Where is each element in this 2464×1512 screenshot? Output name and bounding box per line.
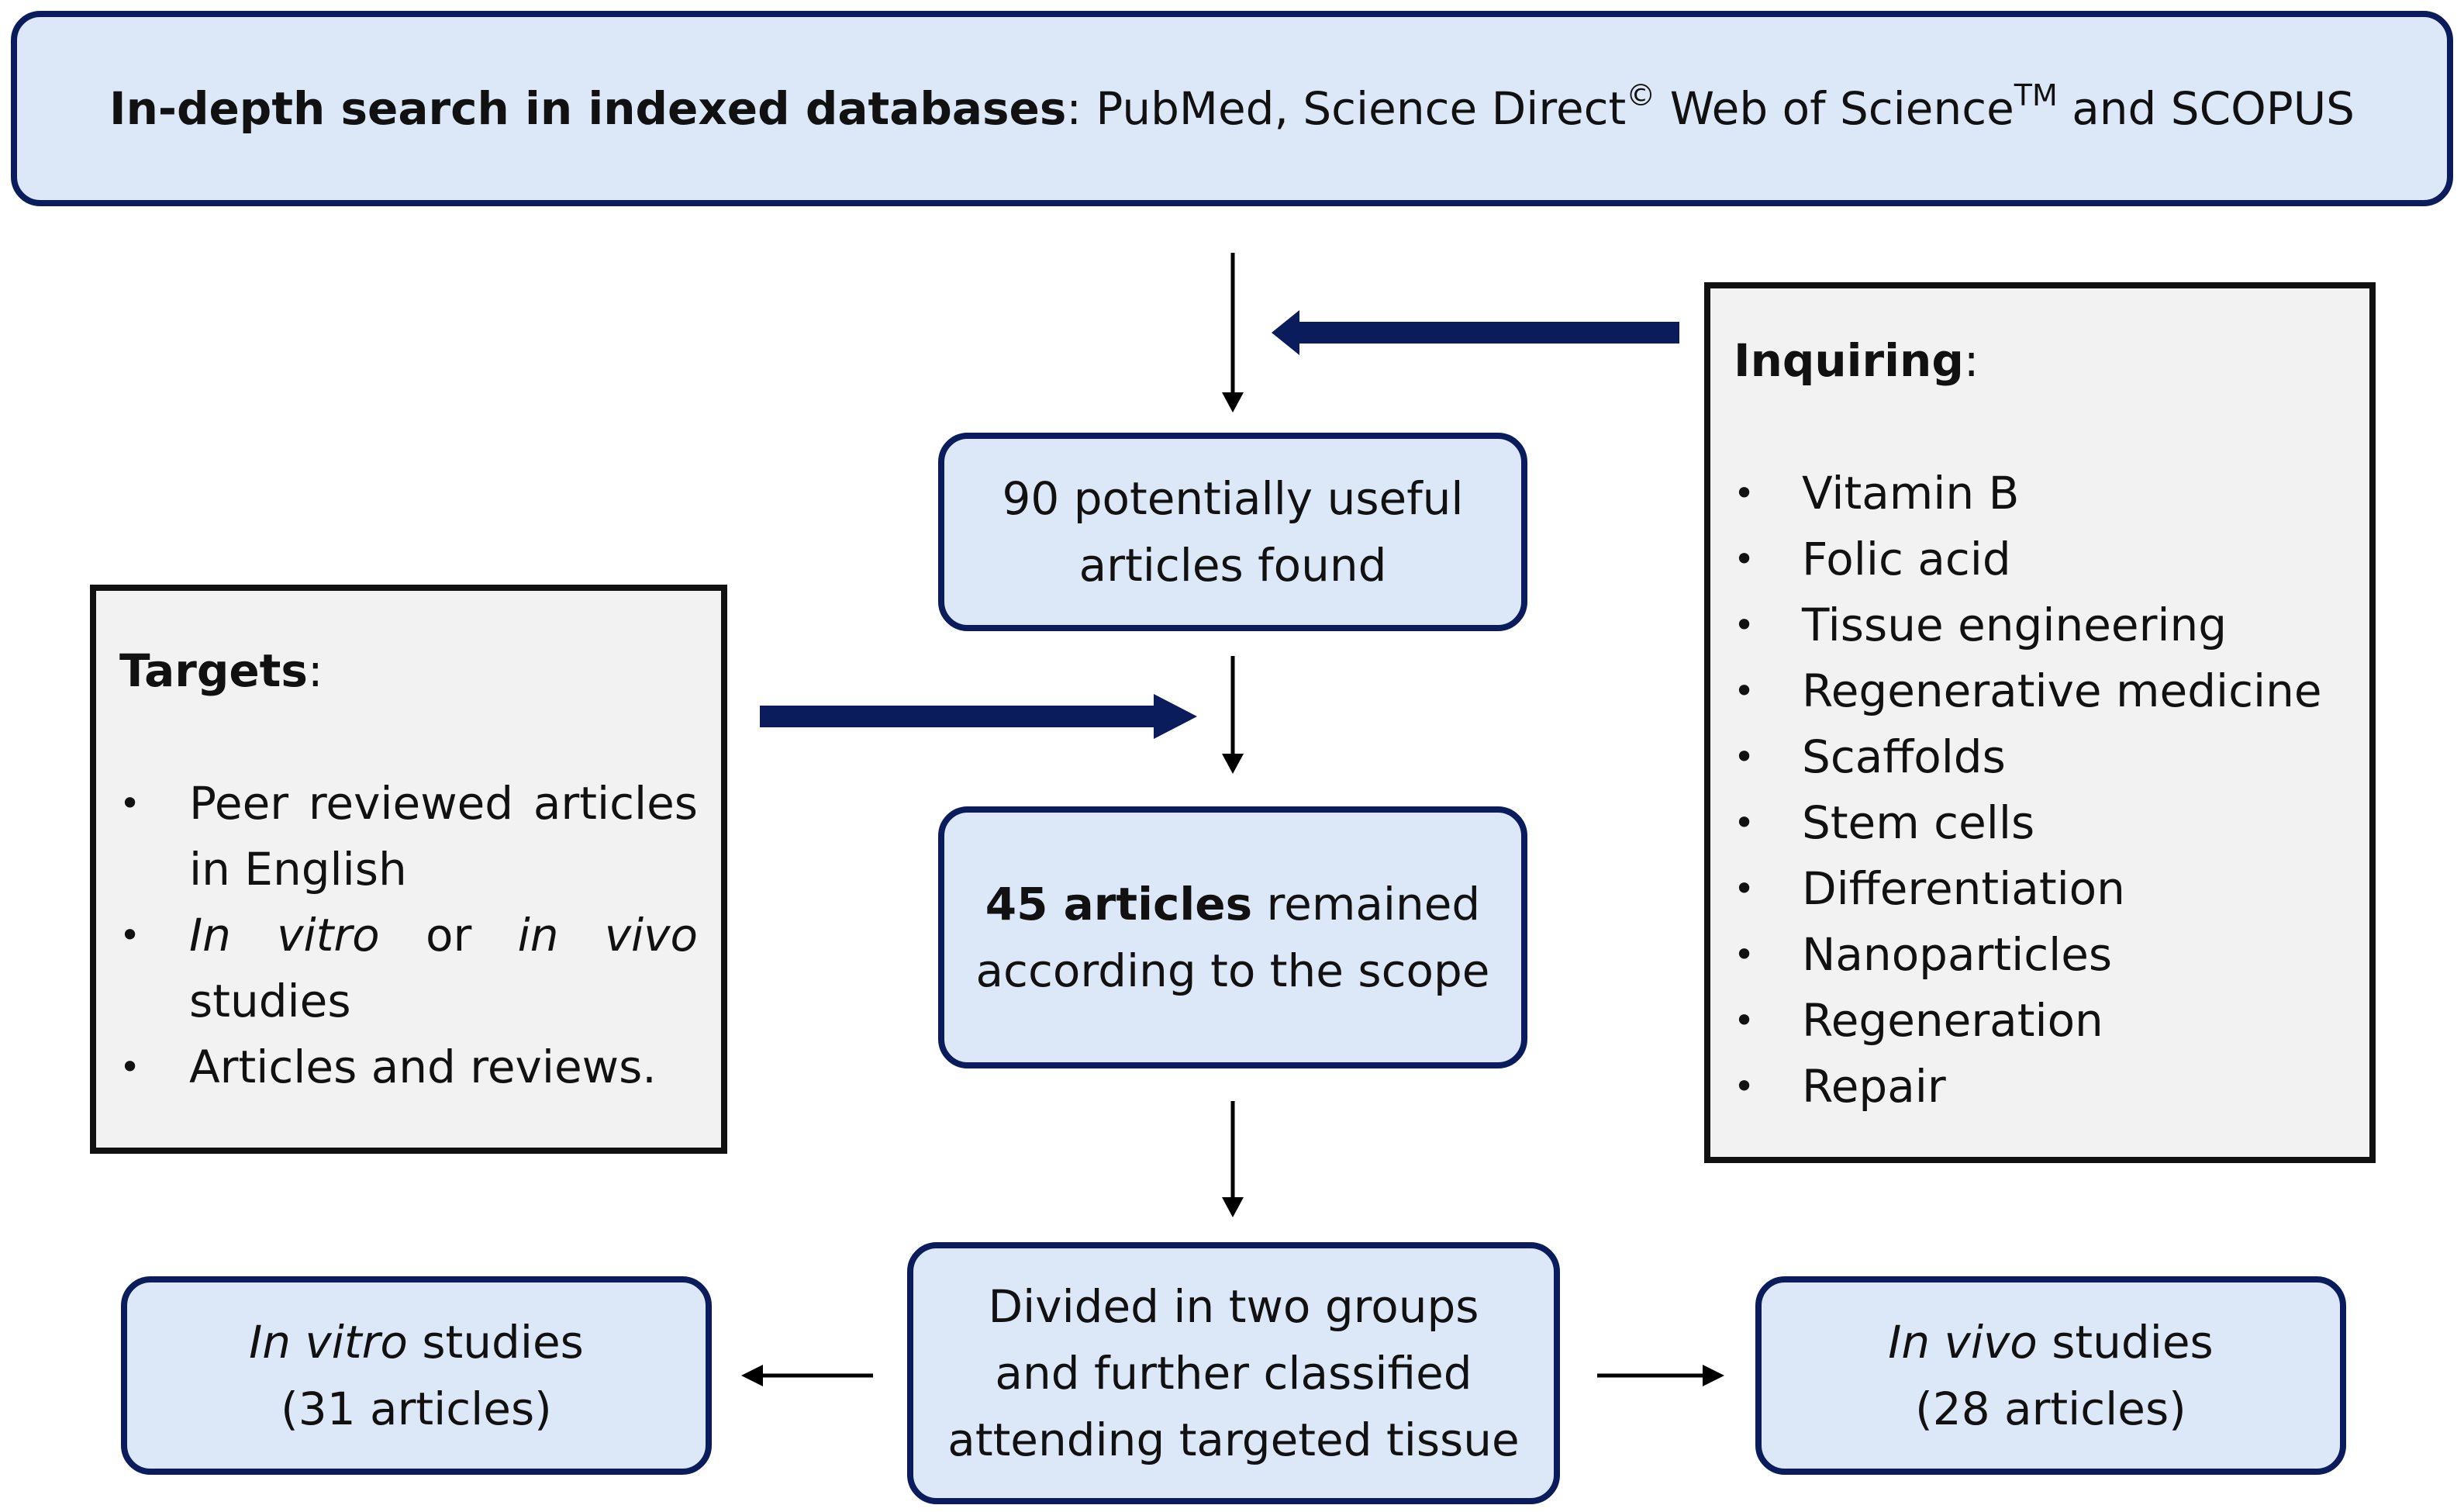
arrow-down-icon xyxy=(1222,253,1244,413)
thick-arrow-left-icon xyxy=(1272,310,1679,355)
articles-remained-line-1: 45 articles remained xyxy=(985,871,1480,937)
word: reviewed xyxy=(308,777,514,830)
list-item: • Vitamin B xyxy=(1734,461,2346,526)
articles-remained-line-2: according to the scope xyxy=(975,944,1490,997)
in-vivo-word: studies xyxy=(2037,1316,2214,1369)
bullet-icon: • xyxy=(1734,736,1755,778)
word: or xyxy=(425,909,472,961)
in-vitro-line-2: (31 articles) xyxy=(281,1383,552,1435)
divided-line-1: Divided in two groups xyxy=(988,1280,1479,1333)
divided-line-3: attending targeted tissue xyxy=(947,1414,1520,1466)
in-vitro-word: studies xyxy=(407,1316,584,1369)
list-item: • Folic acid xyxy=(1734,526,2346,592)
in-vivo-line-1: In vivo studies xyxy=(1888,1309,2214,1376)
in-vitro-italic: In vitro xyxy=(249,1316,408,1369)
list-item: • Articles and reviews. xyxy=(119,1034,698,1100)
word: in xyxy=(517,909,559,961)
bullet-icon: • xyxy=(119,1046,141,1088)
list-item-label: Tissue engineering xyxy=(1802,599,2228,651)
in-vitro-box: In vitro studies (31 articles) xyxy=(121,1276,712,1475)
list-item: • Differentiation xyxy=(1734,856,2346,922)
list-item: • Tissue engineering xyxy=(1734,592,2346,658)
list-item: • Repair xyxy=(1734,1054,2346,1120)
word: vivo xyxy=(604,909,698,961)
targets-item-3: Articles and reviews. xyxy=(189,1041,657,1093)
list-item-label: Stem cells xyxy=(1802,796,2035,849)
arrow-down-icon xyxy=(1222,656,1244,774)
in-vivo-line-2: (28 articles) xyxy=(1915,1383,2186,1435)
divided-line-2: and further classified xyxy=(995,1347,1472,1400)
bullet-icon: • xyxy=(1734,802,1755,844)
targets-item-1-line-2: in English xyxy=(189,843,407,896)
bullet-icon: • xyxy=(119,914,141,956)
articles-remained-word: remained xyxy=(1252,878,1481,930)
search-db-list-3: and SCOPUS xyxy=(2057,82,2355,135)
bullet-icon: • xyxy=(1734,538,1755,580)
list-item-label: Scaffolds xyxy=(1802,730,2006,783)
bullet-icon: • xyxy=(119,782,141,824)
arrow-down-icon xyxy=(1222,1101,1244,1217)
search-db-list-2: Web of Science xyxy=(1655,82,2014,135)
bullet-icon: • xyxy=(1734,472,1755,514)
list-item: • Peer reviewed articles in English xyxy=(119,771,698,903)
bullet-icon: • xyxy=(1734,670,1755,712)
search-databases-text: In-depth search in indexed databases: Pu… xyxy=(109,81,2355,135)
list-item: • Stem cells xyxy=(1734,790,2346,856)
list-item: • Regeneration xyxy=(1734,988,2346,1054)
inquiring-title: Inquiring: xyxy=(1734,327,2346,394)
search-colon: : xyxy=(1066,82,1096,135)
arrow-right-icon xyxy=(1597,1365,1724,1386)
inquiring-title-label: Inquiring xyxy=(1734,334,1964,387)
bullet-icon: • xyxy=(1734,999,1755,1041)
word: In xyxy=(189,909,231,961)
in-vivo-box: In vivo studies (28 articles) xyxy=(1755,1276,2346,1475)
search-databases-box: In-depth search in indexed databases: Pu… xyxy=(11,11,2453,206)
list-item: • In vitro or in vivo studies xyxy=(119,903,698,1034)
list-item: • Regenerative medicine xyxy=(1734,658,2346,724)
list-item: • Nanoparticles xyxy=(1734,922,2346,988)
in-vivo-italic: In vivo xyxy=(1888,1316,2038,1369)
bullet-icon: • xyxy=(1734,1065,1755,1107)
bullet-icon: • xyxy=(1734,604,1755,646)
search-title: In-depth search in indexed databases xyxy=(109,82,1067,135)
list-item-label: Differentiation xyxy=(1802,862,2125,915)
thick-arrow-right-icon xyxy=(760,694,1197,739)
articles-found-line-2: articles found xyxy=(1078,539,1387,592)
arrow-left-icon xyxy=(741,1365,873,1386)
word: Peer xyxy=(189,777,289,830)
list-item-label: Regeneration xyxy=(1802,994,2103,1047)
targets-item-1-line-1: Peer reviewed articles xyxy=(189,771,698,837)
inquiring-panel: Inquiring: • Vitamin B • Folic acid • Tissu… xyxy=(1704,282,2376,1163)
list-item-label: Vitamin B xyxy=(1802,467,2020,520)
targets-list: • Peer reviewed articles in English • In… xyxy=(119,771,698,1100)
targets-title: Targets: xyxy=(119,637,698,704)
targets-panel: Targets: • Peer reviewed articles in Eng… xyxy=(90,585,727,1154)
inquiring-list: • Vitamin B • Folic acid • Tissue engineeri… xyxy=(1734,461,2346,1120)
trademark-mark: TM xyxy=(2014,78,2058,112)
copyright-mark: © xyxy=(1626,78,1656,112)
inquiring-colon: : xyxy=(1963,334,1979,387)
targets-item-2-line-1: In vitro or in vivo xyxy=(189,903,698,968)
targets-title-label: Targets xyxy=(119,644,308,697)
articles-found-line-1: 90 potentially useful xyxy=(1002,472,1464,525)
articles-remained-count: 45 articles xyxy=(985,878,1253,930)
list-item: • Scaffolds xyxy=(1734,724,2346,790)
list-item-label: Repair xyxy=(1802,1060,1946,1113)
articles-remained-box: 45 articles remained according to the sc… xyxy=(938,806,1527,1068)
list-item-label: Regenerative medicine xyxy=(1802,665,2322,717)
bullet-icon: • xyxy=(1734,868,1755,910)
targets-item-2-line-2: studies xyxy=(189,975,351,1027)
search-db-list-1: PubMed, Science Direct xyxy=(1096,82,1627,135)
targets-colon: : xyxy=(307,644,323,697)
articles-found-box: 90 potentially useful articles found xyxy=(938,433,1527,631)
word: articles xyxy=(533,777,698,830)
list-item-label: Folic acid xyxy=(1802,533,2011,585)
word: vitro xyxy=(277,909,380,961)
in-vitro-line-1: In vitro studies xyxy=(249,1309,584,1376)
divided-groups-box: Divided in two groups and further classi… xyxy=(907,1242,1560,1504)
bullet-icon: • xyxy=(1734,934,1755,975)
list-item-label: Nanoparticles xyxy=(1802,928,2113,981)
